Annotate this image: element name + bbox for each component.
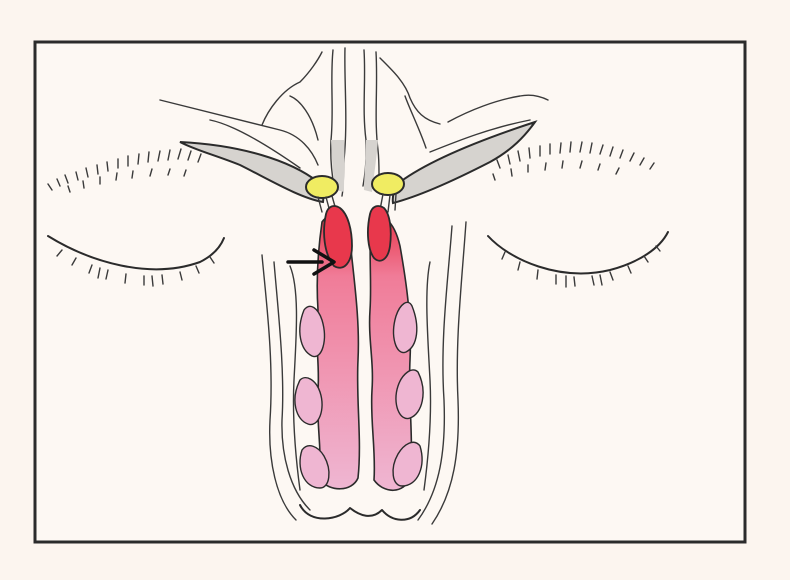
olfactory-cleft-right (367, 205, 392, 262)
nasal-mucosa-left (289, 216, 361, 491)
nasal-cavity-outline (261, 221, 467, 525)
eyebrow-left (47, 148, 202, 193)
olfactory-nerve-left (159, 47, 347, 204)
eye-left (47, 235, 225, 287)
olfactory-nerve-right (362, 49, 549, 205)
olfactory-bulb-left (305, 175, 339, 199)
eye-right (487, 231, 669, 288)
arrow-right-icon (286, 248, 336, 276)
nasal-mucosa-right (368, 215, 432, 492)
eyebrow-right (492, 141, 655, 181)
olfactory-bulb-right (371, 172, 405, 196)
olfactory-cleft-left (323, 205, 353, 269)
